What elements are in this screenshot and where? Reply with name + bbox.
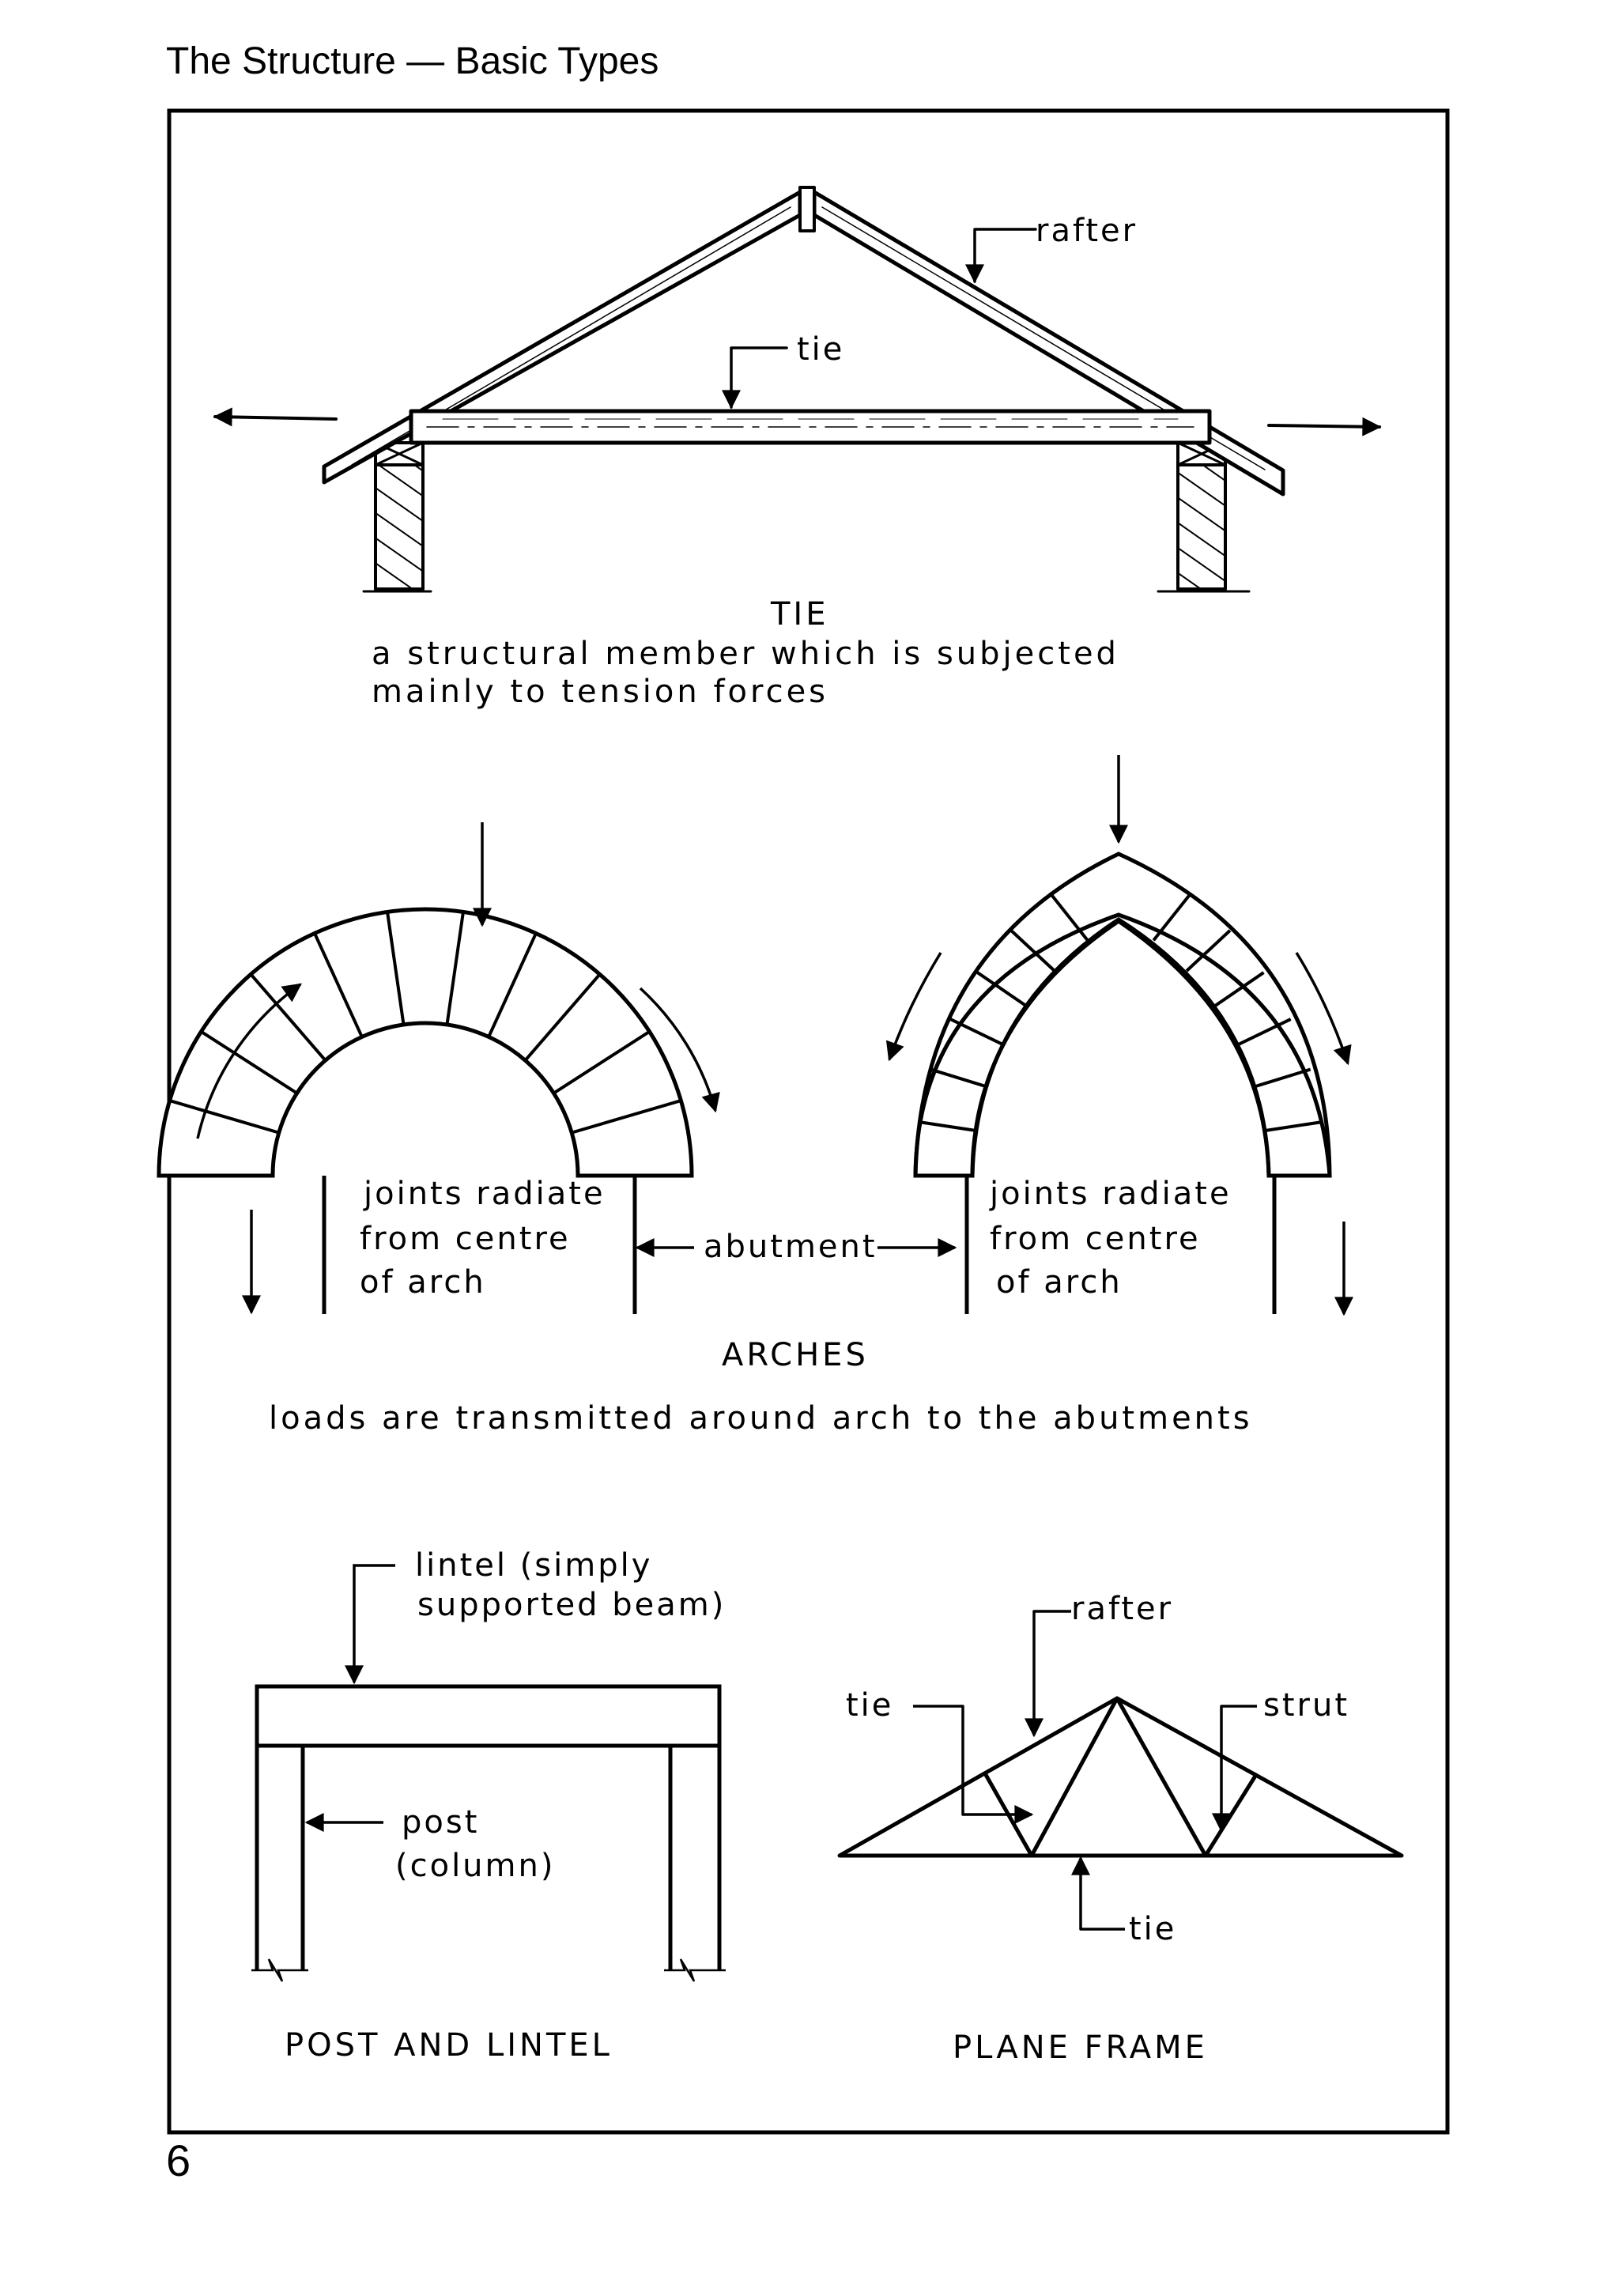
tie-diagram	[213, 186, 1382, 593]
voussoir-joint	[1010, 929, 1056, 972]
abutment-label: abutment	[704, 1229, 877, 1265]
post-and-lintel-caption: POST AND LINTEL	[285, 2027, 613, 2064]
left-wall	[374, 461, 425, 591]
voussoir-joint	[386, 912, 406, 1025]
voussoir-joint	[571, 1099, 681, 1135]
plane-frame-strut-label: strut	[1263, 1687, 1349, 1724]
voussoir-joint	[445, 912, 465, 1025]
pointed-arch	[885, 755, 1353, 1316]
tie-description-line-2: mainly to tension forces	[372, 674, 828, 710]
post-label-line-1: post	[402, 1804, 479, 1841]
semicircular-arch	[157, 822, 720, 1315]
tie-rafter-label: rafter	[1036, 213, 1138, 249]
tie-description-line-1: a structural member which is subjected	[372, 636, 1119, 672]
voussoir-joint	[169, 1099, 280, 1135]
voussoir-joint	[1263, 1120, 1323, 1133]
page-number: 6	[166, 2136, 191, 2185]
page-header: The Structure — Basic Types	[166, 40, 659, 82]
right-wall	[1176, 461, 1227, 591]
voussoir-joint	[1213, 971, 1265, 1008]
voussoir-joint	[553, 1030, 651, 1095]
voussoir-joint	[1152, 893, 1192, 942]
plane-frame-tie-bottom-label: tie	[1129, 1911, 1176, 1947]
voussoir-joint	[313, 932, 364, 1038]
voussoir-joint	[918, 1120, 978, 1133]
post-and-lintel-diagram	[251, 1564, 726, 1982]
right-arch-note-2: from centre	[990, 1221, 1201, 1257]
voussoir-joint	[200, 1030, 298, 1095]
left-arch-note-2: from centre	[360, 1221, 571, 1257]
tie-tie-label: tie	[797, 331, 844, 368]
tie-caption: TIE	[770, 596, 829, 633]
plane-frame-tie-top-label: tie	[846, 1687, 893, 1724]
plane-frame-diagram	[837, 1610, 1404, 1931]
post-label-line-2: (column)	[395, 1848, 555, 1884]
voussoir-joint	[1253, 1067, 1311, 1089]
voussoir-joint	[487, 932, 538, 1038]
lintel-label-line-1: lintel (simply	[415, 1547, 652, 1584]
left-arch-note-3: of arch	[360, 1264, 486, 1301]
lintel-label-line-2: supported beam)	[417, 1587, 726, 1623]
voussoir-joint	[1236, 1018, 1292, 1047]
arches-description: loads are transmitted around arch to the…	[269, 1400, 1253, 1437]
right-arch-note-1: joints radiate	[989, 1176, 1232, 1212]
plane-frame-caption: PLANE FRAME	[953, 2030, 1208, 2066]
plane-frame-rafter-label: rafter	[1071, 1591, 1173, 1627]
voussoir-joint	[949, 1018, 1005, 1047]
voussoir-joint	[976, 971, 1028, 1008]
voussoir-joint	[1049, 893, 1089, 942]
truss-webs	[983, 1696, 1259, 1858]
voussoir-joint	[523, 973, 602, 1062]
lintel-beam	[255, 1684, 722, 1748]
voussoir-joint	[930, 1067, 988, 1089]
arches-caption: ARCHES	[722, 1337, 869, 1373]
right-arch-note-3: of arch	[996, 1264, 1123, 1301]
voussoir-joint	[1185, 929, 1232, 972]
voussoir-joint	[249, 973, 327, 1062]
truss-outline	[837, 1696, 1404, 1858]
left-arch-note-1: joints radiate	[363, 1176, 606, 1212]
